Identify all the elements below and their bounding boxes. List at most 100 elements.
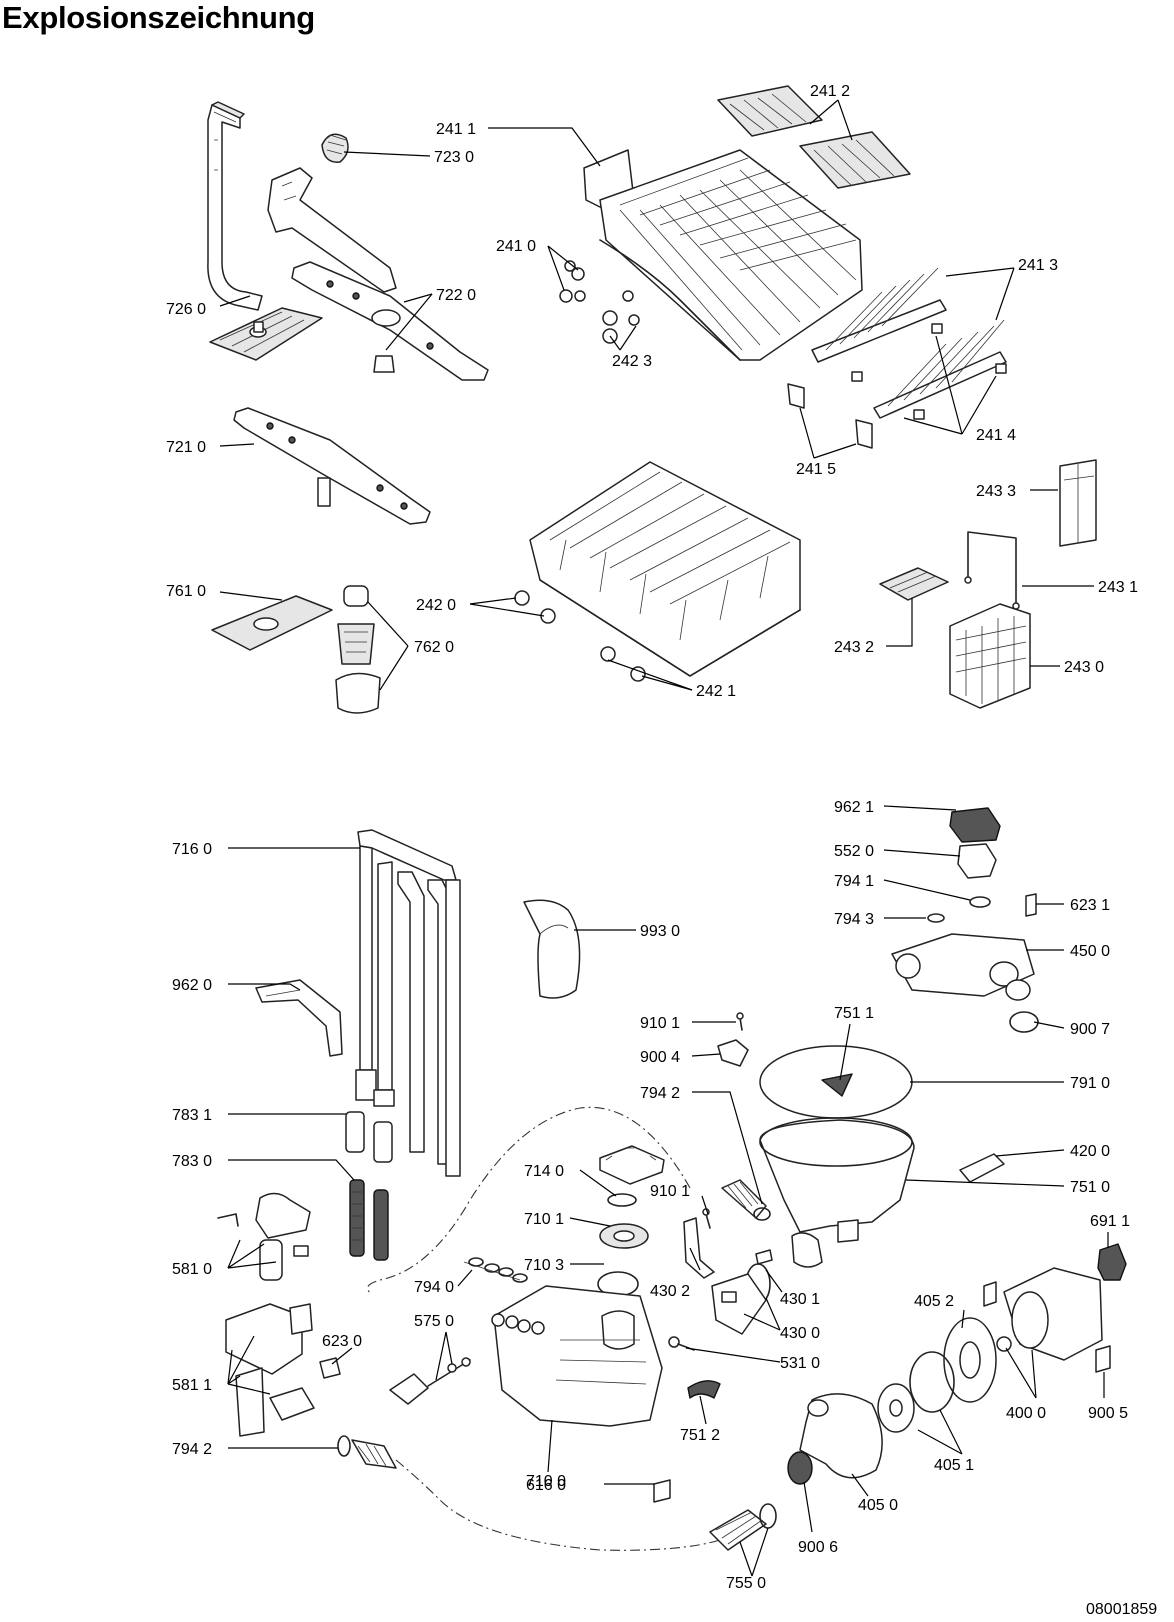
cutlery-basket-handle <box>964 531 1020 610</box>
label-405-0: 405 0 <box>858 1497 898 1514</box>
gasket-strip <box>463 1257 528 1283</box>
label-241-2: 241 2 <box>810 83 850 100</box>
sump-housing <box>759 1117 915 1268</box>
upper-spray-pipe <box>207 101 263 311</box>
salt-funnel <box>523 899 581 999</box>
clip-769 <box>755 1249 773 1265</box>
sump-seal <box>687 1380 721 1399</box>
drain-routing-path <box>395 1459 721 1551</box>
label-710-3: 710 3 <box>524 1257 564 1274</box>
label-623-1: 623 1 <box>1070 897 1110 914</box>
label-243-1: 243 1 <box>1098 579 1138 596</box>
label-710-0: 710 0 <box>526 1473 566 1490</box>
label-581-0: 581 0 <box>172 1261 212 1278</box>
label-751-0: 751 0 <box>1070 1179 1110 1196</box>
label-783-0: 783 0 <box>172 1153 212 1170</box>
label-581-1: 581 1 <box>172 1377 212 1394</box>
pump-impeller <box>877 1383 915 1433</box>
lower-spray-arm <box>233 407 431 525</box>
pump-seal-ring <box>909 1351 955 1413</box>
label-241-5: 241 5 <box>796 461 836 478</box>
tine-row-clips <box>851 323 1007 420</box>
lower-basket <box>529 461 801 677</box>
sensor-cap <box>949 807 1001 843</box>
label-243-2: 243 2 <box>834 639 874 656</box>
label-405-1: 405 1 <box>934 1457 974 1474</box>
label-714-0: 714 0 <box>524 1163 564 1180</box>
label-962-1: 962 1 <box>834 799 874 816</box>
label-783-1: 783 1 <box>172 1107 212 1124</box>
label-241-3: 241 3 <box>1018 257 1058 274</box>
water-softener <box>491 1285 663 1427</box>
label-722-0: 722 0 <box>436 287 476 304</box>
filter-cylinder-set <box>335 585 381 714</box>
water-switch-assembly <box>891 933 1035 1001</box>
label-794-2-upper: 794 2 <box>640 1085 680 1102</box>
circulation-hose <box>721 1179 771 1221</box>
tube-cover <box>255 979 343 1057</box>
label-900-6: 900 6 <box>798 1539 838 1556</box>
hose-clamp-7 <box>1009 1011 1039 1033</box>
bracket-430 <box>683 1217 715 1279</box>
hose-clip-4 <box>717 1039 749 1067</box>
drain-connection-hose <box>709 1503 777 1551</box>
label-900-4: 900 4 <box>640 1049 680 1066</box>
pump-housing-disc <box>943 1317 997 1403</box>
diverter-valve <box>711 1273 767 1335</box>
spray-arm-mount-plate <box>209 307 323 361</box>
label-751-1: 751 1 <box>834 1005 874 1022</box>
clip-component <box>1025 893 1037 917</box>
o-ring-small <box>927 913 945 923</box>
pump-gasket <box>787 1451 813 1485</box>
label-910-1-lower: 910 1 <box>650 1183 690 1200</box>
hose-routing-path <box>366 1106 691 1295</box>
part-labels: 241 1 241 2 723 0 241 0 241 3 722 0 726 … <box>166 83 1138 1592</box>
clip-405-2 <box>983 1281 997 1307</box>
label-241-1: 241 1 <box>436 121 476 138</box>
level-sensor <box>957 843 997 879</box>
seal-ring-top <box>607 1193 637 1207</box>
label-405-2: 405 2 <box>914 1293 954 1310</box>
leader-lines <box>219 99 1109 1577</box>
label-751-2: 751 2 <box>680 1427 720 1444</box>
upper-basket <box>583 149 863 361</box>
label-420-0: 420 0 <box>1070 1143 1110 1160</box>
label-716-0: 716 0 <box>172 841 212 858</box>
label-721-0: 721 0 <box>166 439 206 456</box>
label-242-3: 242 3 <box>612 353 652 370</box>
label-755-0: 755 0 <box>726 1575 766 1592</box>
inlet-valve-upper <box>217 1192 311 1281</box>
label-761-0: 761 0 <box>166 583 206 600</box>
label-430-0: 430 0 <box>780 1325 820 1342</box>
label-794-0: 794 0 <box>414 1279 454 1296</box>
upper-spray-arm-holder <box>267 167 397 293</box>
clip-900-5 <box>1095 1345 1111 1373</box>
folding-tine-rows <box>811 267 1007 419</box>
cutlery-basket <box>949 603 1031 709</box>
label-400-0: 400 0 <box>1006 1405 1046 1422</box>
cutlery-basket-lid <box>879 567 949 601</box>
label-691-1: 691 1 <box>1090 1213 1130 1230</box>
label-762-0: 762 0 <box>414 639 454 656</box>
label-450-0: 450 0 <box>1070 943 1110 960</box>
pressure-switch <box>1097 1243 1127 1281</box>
label-794-3: 794 3 <box>834 911 874 928</box>
connector-623 <box>319 1357 341 1379</box>
label-710-1: 710 1 <box>524 1211 564 1228</box>
o-ring-upper <box>969 896 991 908</box>
label-794-1: 794 1 <box>834 873 874 890</box>
sump-cover <box>759 1045 913 1119</box>
label-993-0: 993 0 <box>640 923 680 940</box>
label-726-0: 726 0 <box>166 301 206 318</box>
page-title: Explosionszeichnung <box>2 0 315 35</box>
lower-basket-wheels <box>514 590 646 682</box>
drain-clip <box>653 1479 671 1503</box>
screw-lower <box>702 1208 711 1229</box>
label-575-0: 575 0 <box>414 1313 454 1330</box>
label-241-0: 241 0 <box>496 238 536 255</box>
screw-upper <box>736 1012 744 1031</box>
regeneration-cap <box>599 1145 665 1185</box>
spray-nozzle-cap <box>321 133 349 163</box>
label-910-1-upper: 910 1 <box>640 1015 680 1032</box>
